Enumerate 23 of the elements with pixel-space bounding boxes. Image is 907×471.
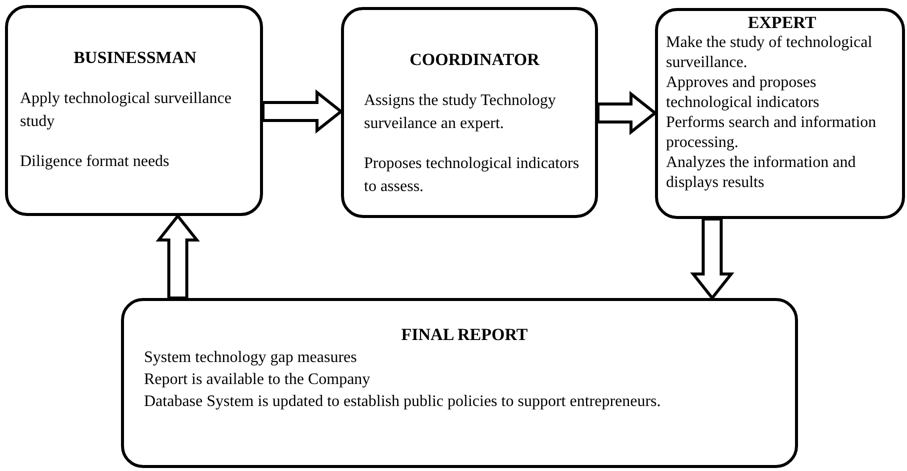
- box-text: System technology gap measures: [144, 348, 358, 368]
- box-heading: COORDINATOR: [408, 50, 540, 70]
- block-arrow: [156, 214, 200, 300]
- box-heading: FINAL REPORT: [400, 325, 529, 346]
- box-heading: BUSINESSMAN: [72, 48, 198, 68]
- box-text: Approves and proposes technological indicators: [666, 73, 820, 114]
- box-text: Performs search and information processing.: [666, 113, 878, 154]
- process-box: [655, 8, 905, 219]
- process-box: [341, 7, 598, 218]
- process-box: [5, 5, 263, 216]
- box-text: Analyzes the information and displays results: [666, 153, 857, 194]
- box-text: Proposes technological indicators to assess.: [364, 154, 580, 197]
- box-text: Assigns the study Technology surveilance an expert.: [364, 91, 557, 134]
- block-arrow: [596, 90, 658, 136]
- process-box: [121, 298, 798, 468]
- box-text: Apply technological surveillance study: [20, 89, 232, 132]
- box-text: Database System is updated to establish public policies to support entrepreneurs.: [144, 392, 662, 412]
- box-text: Report is available to the Company: [144, 370, 372, 390]
- box-heading: EXPERT: [746, 13, 818, 34]
- block-arrow: [262, 89, 344, 134]
- block-arrow: [690, 218, 734, 300]
- box-text: Make the study of technological surveillance.: [666, 33, 874, 74]
- box-text: Diligence format needs: [20, 152, 170, 172]
